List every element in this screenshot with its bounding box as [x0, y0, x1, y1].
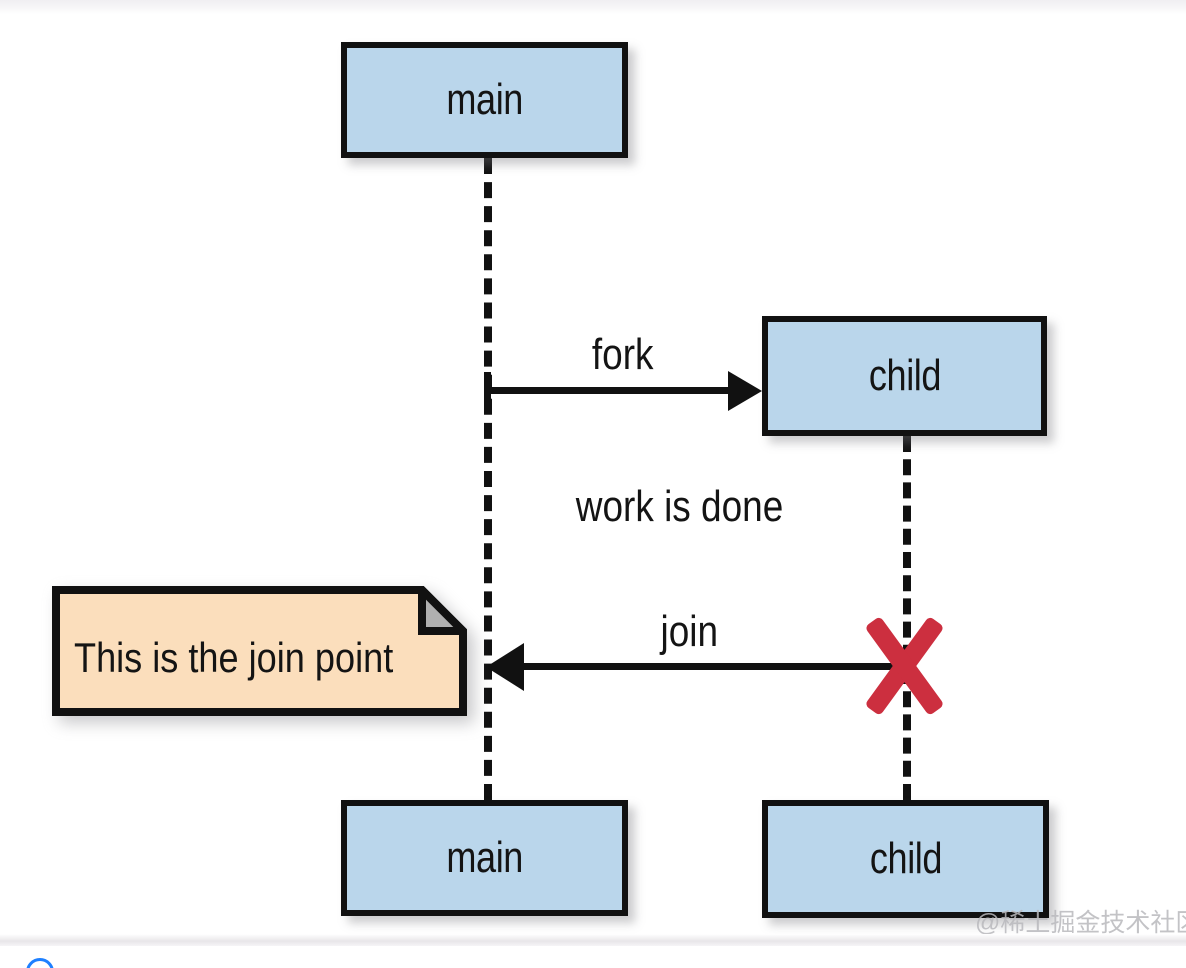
lifeline-child: [903, 436, 911, 800]
page-top-edge: [0, 0, 1186, 14]
join-point-note-text: This is the join point: [74, 634, 394, 681]
fork-message-label: fork: [591, 330, 654, 379]
node-main-bottom[interactable]: main: [341, 800, 628, 916]
child-termination-x-icon: [858, 611, 950, 721]
fork-arrowhead-icon: [728, 371, 762, 411]
cropped-circle-icon[interactable]: [26, 958, 54, 968]
join-message-line: [522, 663, 904, 670]
fork-message-line: [484, 387, 732, 394]
join-message-label: join: [660, 607, 719, 656]
watermark-label: @稀土掘金技术社区: [975, 909, 1186, 937]
node-child-top[interactable]: child: [762, 316, 1047, 436]
join-arrowhead-icon: [486, 643, 524, 691]
join-point-note[interactable]: This is the join point: [52, 580, 473, 716]
page-bottom-edge: [0, 934, 1186, 946]
node-main-top-label: main: [446, 75, 523, 124]
node-child-bottom[interactable]: child: [762, 800, 1049, 918]
node-main-top[interactable]: main: [341, 42, 628, 158]
node-child-top-label: child: [868, 351, 941, 400]
lifeline-main: [484, 158, 492, 800]
node-main-bottom-label: main: [446, 833, 523, 882]
note-shape-icon: [52, 580, 473, 716]
node-child-bottom-label: child: [869, 834, 942, 883]
work-is-done-label: work is done: [575, 482, 784, 531]
